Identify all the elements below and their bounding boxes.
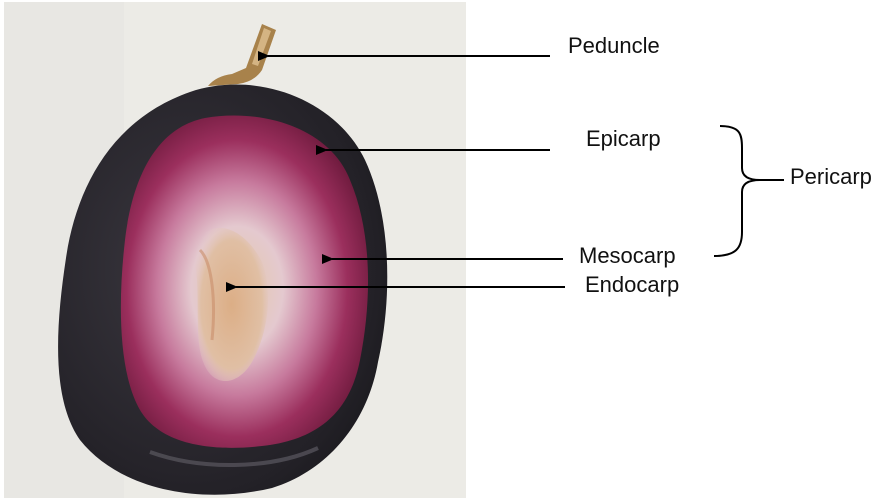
label-pericarp: Pericarp <box>790 164 872 190</box>
label-peduncle: Peduncle <box>568 33 660 59</box>
label-mesocarp: Mesocarp <box>579 243 676 269</box>
label-endocarp: Endocarp <box>585 272 679 298</box>
label-epicarp: Epicarp <box>586 126 661 152</box>
pericarp-brace <box>714 126 760 256</box>
